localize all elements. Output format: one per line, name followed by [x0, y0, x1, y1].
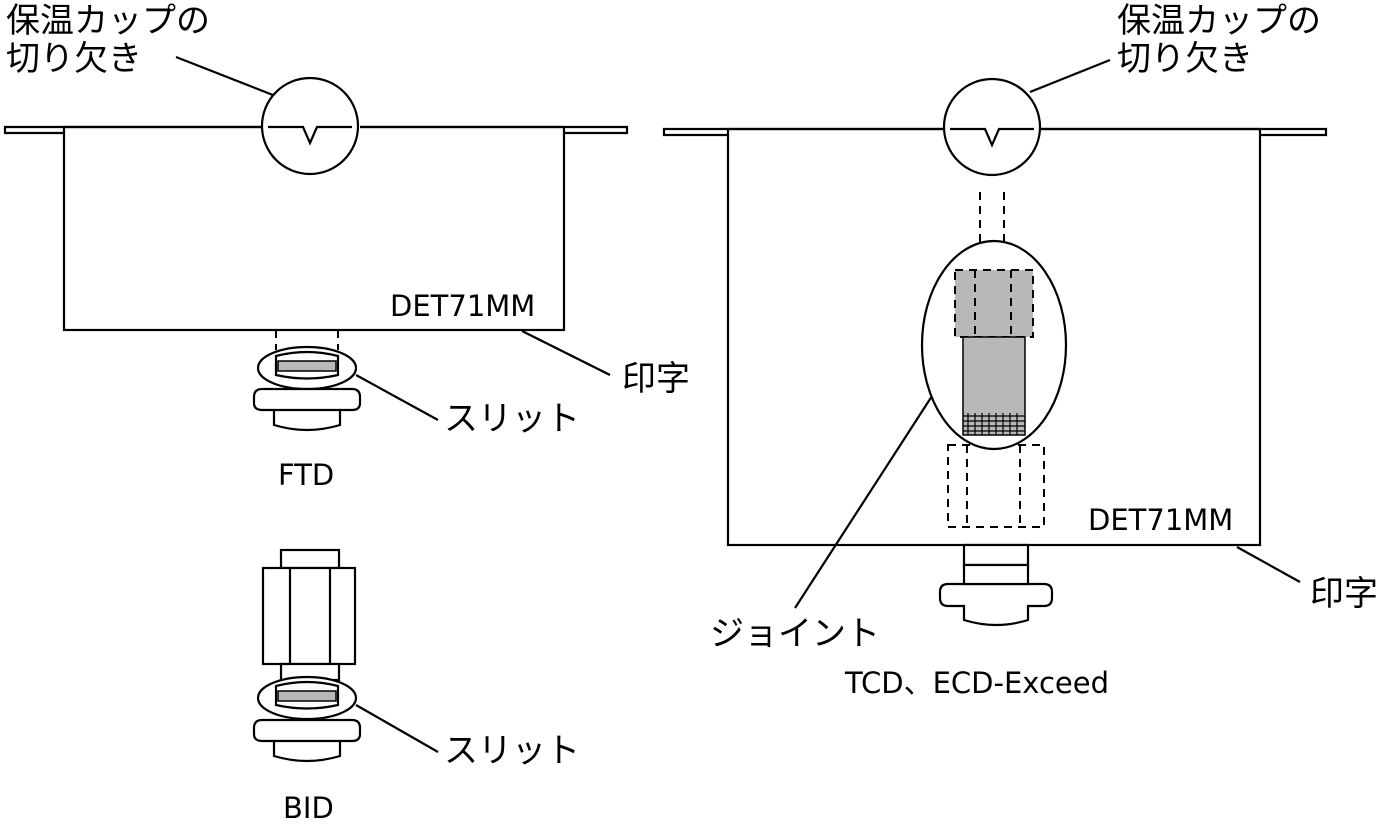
left-print-leader: [521, 330, 611, 376]
left-det-label: DET71MM: [390, 289, 535, 323]
ftd-slit-label: スリット: [444, 399, 580, 439]
bid-slit-label: スリット: [444, 731, 580, 771]
left-cup-notch-label-line1: 保温カップの: [6, 1, 210, 41]
joint-detail: [920, 239, 1068, 451]
joint-label: ジョイント: [710, 614, 880, 654]
tcd-fitting: [938, 543, 1054, 627]
right-print-label: 印字: [1310, 574, 1378, 614]
left-cup-notch-leader: [175, 55, 279, 99]
right-det-label: DET71MM: [1088, 503, 1233, 537]
ftd-slit-leader: [355, 374, 439, 421]
right-cup-notch-label-line2: 切り欠き: [1117, 39, 1253, 79]
bid-slit-leader: [355, 704, 439, 753]
left-cup-notch-label-line2: 切り欠き: [6, 39, 142, 79]
joint-leader: [794, 395, 933, 609]
left-cup-notch-detail: [260, 76, 360, 176]
right-print-leader: [1236, 546, 1301, 583]
right-panel: 保温カップの 切り欠き: [662, 1, 1378, 700]
ftd-caption: FTD: [278, 458, 334, 492]
bid-fitting: [252, 548, 362, 763]
left-print-label: 印字: [622, 359, 690, 399]
right-cup-notch-leader: [1029, 58, 1111, 94]
bid-caption: BID: [283, 791, 334, 825]
left-panel: 保温カップの 切り欠き DET71MM 印字 スリット FTD: [3, 1, 690, 825]
right-cup-notch-detail: [942, 77, 1042, 177]
ftd-fitting: [252, 330, 362, 432]
right-cup-notch-label-line1: 保温カップの: [1117, 1, 1321, 41]
tcd-ecd-caption: TCD、ECD-Exceed: [844, 666, 1109, 700]
